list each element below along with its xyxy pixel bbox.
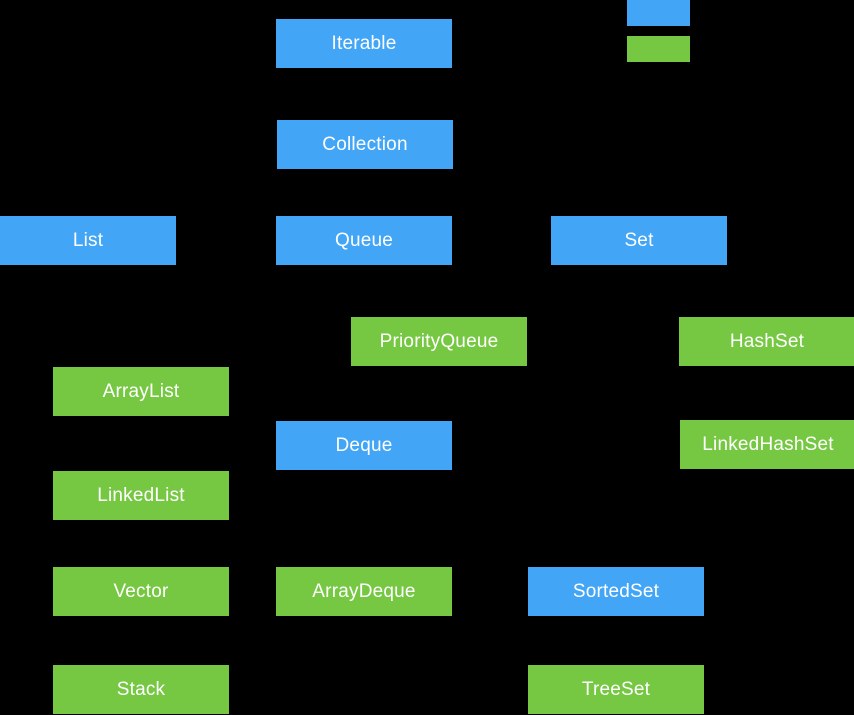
node-priorityqueue[interactable]: PriorityQueue	[351, 317, 527, 366]
node-label-sortedset: SortedSet	[572, 581, 660, 602]
edge-list-to-vector	[87, 240, 142, 592]
node-label-linkedhashset: LinkedHashSet	[702, 434, 834, 455]
node-list[interactable]: List	[0, 216, 176, 265]
node-set[interactable]: Set	[551, 216, 727, 265]
node-label-vector: Vector	[113, 581, 169, 602]
node-label-treeset: TreeSet	[581, 679, 651, 700]
legend-swatch-interface	[627, 0, 690, 26]
node-linkedhashset[interactable]: LinkedHashSet	[680, 420, 854, 469]
node-arraydeque[interactable]: ArrayDeque	[276, 567, 452, 616]
node-label-priorityqueue: PriorityQueue	[379, 331, 499, 352]
edge-set-to-sortedset	[615, 240, 640, 592]
node-collection[interactable]: Collection	[277, 120, 453, 169]
node-linkedlist[interactable]: LinkedList	[53, 471, 229, 520]
node-label-deque: Deque	[335, 435, 393, 456]
node-label-arraylist: ArrayList	[102, 381, 180, 402]
node-label-hashset: HashSet	[729, 331, 805, 352]
node-arraylist[interactable]: ArrayList	[53, 367, 229, 416]
legend-swatch-implementation	[627, 36, 690, 62]
node-vector[interactable]: Vector	[53, 567, 229, 616]
node-sortedset[interactable]: SortedSet	[528, 567, 704, 616]
node-treeset[interactable]: TreeSet	[528, 665, 704, 714]
node-iterable[interactable]: Iterable	[276, 19, 452, 68]
node-hashset[interactable]: HashSet	[679, 317, 854, 366]
node-label-stack: Stack	[116, 679, 166, 700]
node-stack[interactable]: Stack	[53, 665, 229, 714]
node-label-list: List	[72, 230, 104, 251]
node-queue[interactable]: Queue	[276, 216, 452, 265]
node-label-collection: Collection	[322, 134, 408, 155]
node-label-linkedlist: LinkedList	[97, 485, 185, 506]
node-deque[interactable]: Deque	[276, 421, 452, 470]
node-label-set: Set	[624, 230, 654, 251]
node-label-queue: Queue	[334, 230, 394, 251]
node-label-arraydeque: ArrayDeque	[312, 581, 416, 602]
node-label-iterable: Iterable	[331, 33, 397, 54]
